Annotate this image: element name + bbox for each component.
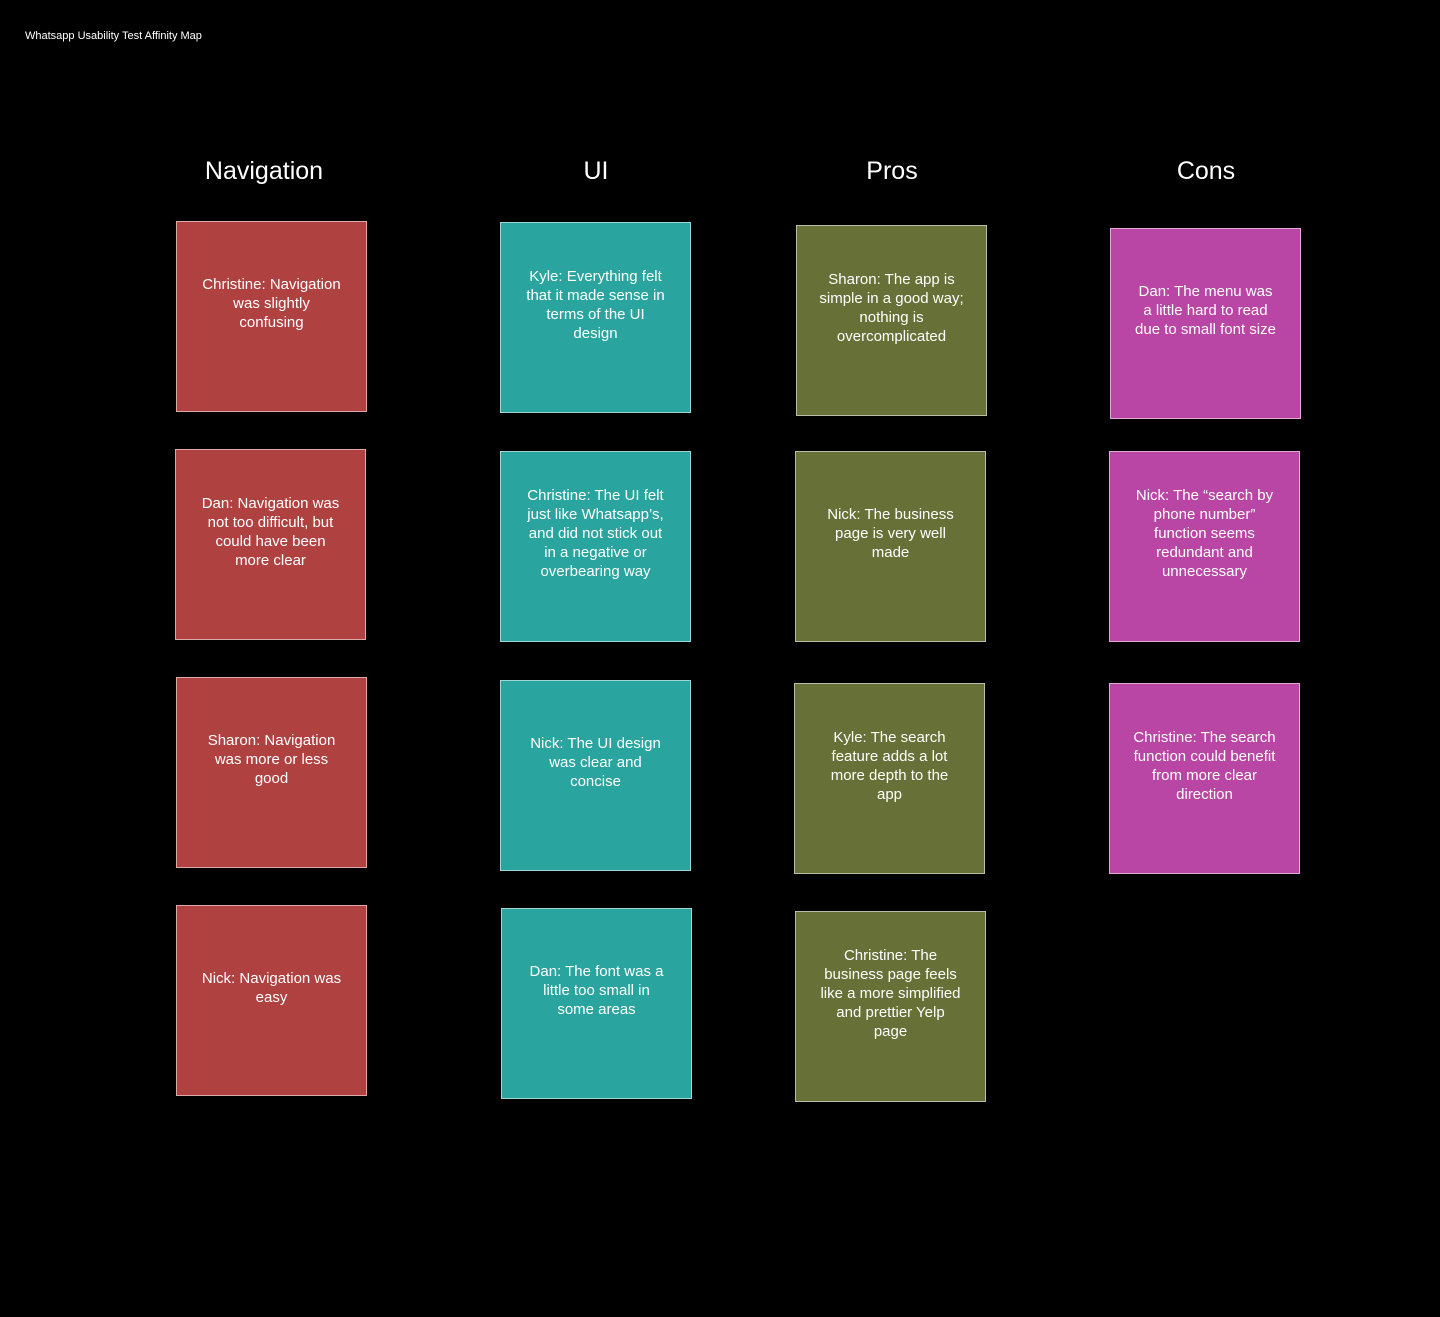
sticky-note-navigation[interactable]: Nick: Navigation was easy <box>176 905 367 1096</box>
sticky-note-pros[interactable]: Christine: The business page feels like … <box>795 911 986 1102</box>
column-heading-pros: Pros <box>866 157 918 185</box>
column-heading-cons: Cons <box>1176 157 1236 185</box>
sticky-note-text: Nick: The UI design was clear and concis… <box>530 735 661 790</box>
sticky-note-ui[interactable]: Dan: The font was a little too small in … <box>501 908 692 1099</box>
sticky-note-cons[interactable]: Dan: The menu was a little hard to read … <box>1110 228 1301 419</box>
sticky-note-ui[interactable]: Kyle: Everything felt that it made sense… <box>500 222 691 413</box>
column-heading-navigation: Navigation <box>204 157 324 185</box>
sticky-note-text: Kyle: The search feature adds a lot more… <box>830 728 949 803</box>
sticky-note-text: Sharon: Navigation was more or less good <box>207 732 336 787</box>
board-title: Whatsapp Usability Test Affinity Map <box>25 30 202 42</box>
sticky-note-text: Nick: Navigation was easy <box>201 969 342 1006</box>
sticky-note-cons[interactable]: Christine: The search function could ben… <box>1109 683 1300 874</box>
sticky-note-text: Nick: The business page is very well mad… <box>827 506 954 561</box>
sticky-note-ui[interactable]: Christine: The UI felt just like Whatsap… <box>500 451 691 642</box>
sticky-note-text: Dan: The menu was a little hard to read … <box>1135 283 1276 338</box>
sticky-note-text: Christine: The search function could ben… <box>1133 728 1276 803</box>
sticky-note-navigation[interactable]: Christine: Navigation was slightly confu… <box>176 221 367 412</box>
sticky-note-text: Christine: Navigation was slightly confu… <box>202 276 341 331</box>
sticky-note-text: Sharon: The app is simple in a good way;… <box>819 270 964 345</box>
sticky-note-text: Kyle: Everything felt that it made sense… <box>526 267 665 342</box>
sticky-note-navigation[interactable]: Dan: Navigation was not too difficult, b… <box>175 449 366 640</box>
sticky-note-text: Christine: The business page feels like … <box>820 947 961 1040</box>
sticky-note-pros[interactable]: Sharon: The app is simple in a good way;… <box>796 225 987 416</box>
sticky-note-pros[interactable]: Nick: The business page is very well mad… <box>795 451 986 642</box>
sticky-note-pros[interactable]: Kyle: The search feature adds a lot more… <box>794 683 985 874</box>
sticky-note-navigation[interactable]: Sharon: Navigation was more or less good <box>176 677 367 868</box>
sticky-note-cons[interactable]: Nick: The “search by phone number” funct… <box>1109 451 1300 642</box>
sticky-note-text: Nick: The “search by phone number” funct… <box>1135 487 1274 580</box>
sticky-note-ui[interactable]: Nick: The UI design was clear and concis… <box>500 680 691 871</box>
sticky-note-text: Dan: The font was a little too small in … <box>529 963 664 1018</box>
sticky-note-text: Christine: The UI felt just like Whatsap… <box>527 487 664 580</box>
sticky-note-text: Dan: Navigation was not too difficult, b… <box>201 494 340 569</box>
column-heading-ui: UI <box>583 157 609 185</box>
